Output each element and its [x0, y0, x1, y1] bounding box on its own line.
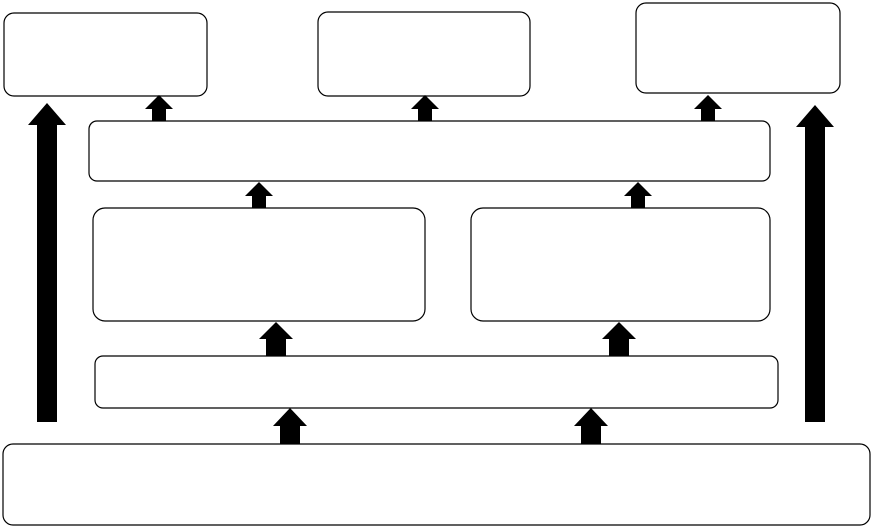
arrow-lower-bar-to-mid-right: [602, 322, 636, 356]
top-right-box: [635, 2, 841, 94]
middle-bar-box: [88, 120, 771, 182]
top-left-box: [3, 12, 208, 97]
arrow-base-to-lower-bar-right: [574, 408, 608, 444]
base-box: [2, 443, 871, 526]
mid-right-box: [470, 207, 771, 322]
arrow-mid-right-to-middle-bar: [624, 182, 652, 208]
arrow-base-to-lower-bar-left: [273, 408, 307, 444]
arrow-middle-to-top-center: [411, 95, 439, 121]
left-tall-arrow: [28, 103, 66, 422]
right-tall-arrow: [796, 105, 834, 422]
top-center-box: [317, 11, 531, 97]
arrow-middle-to-top-right: [694, 95, 722, 121]
arrow-middle-to-top-left: [145, 95, 173, 121]
mid-left-box: [92, 207, 426, 322]
arrow-lower-bar-to-mid-left: [259, 322, 293, 356]
lower-bar-box: [94, 355, 779, 409]
arrow-mid-left-to-middle-bar: [245, 182, 273, 208]
